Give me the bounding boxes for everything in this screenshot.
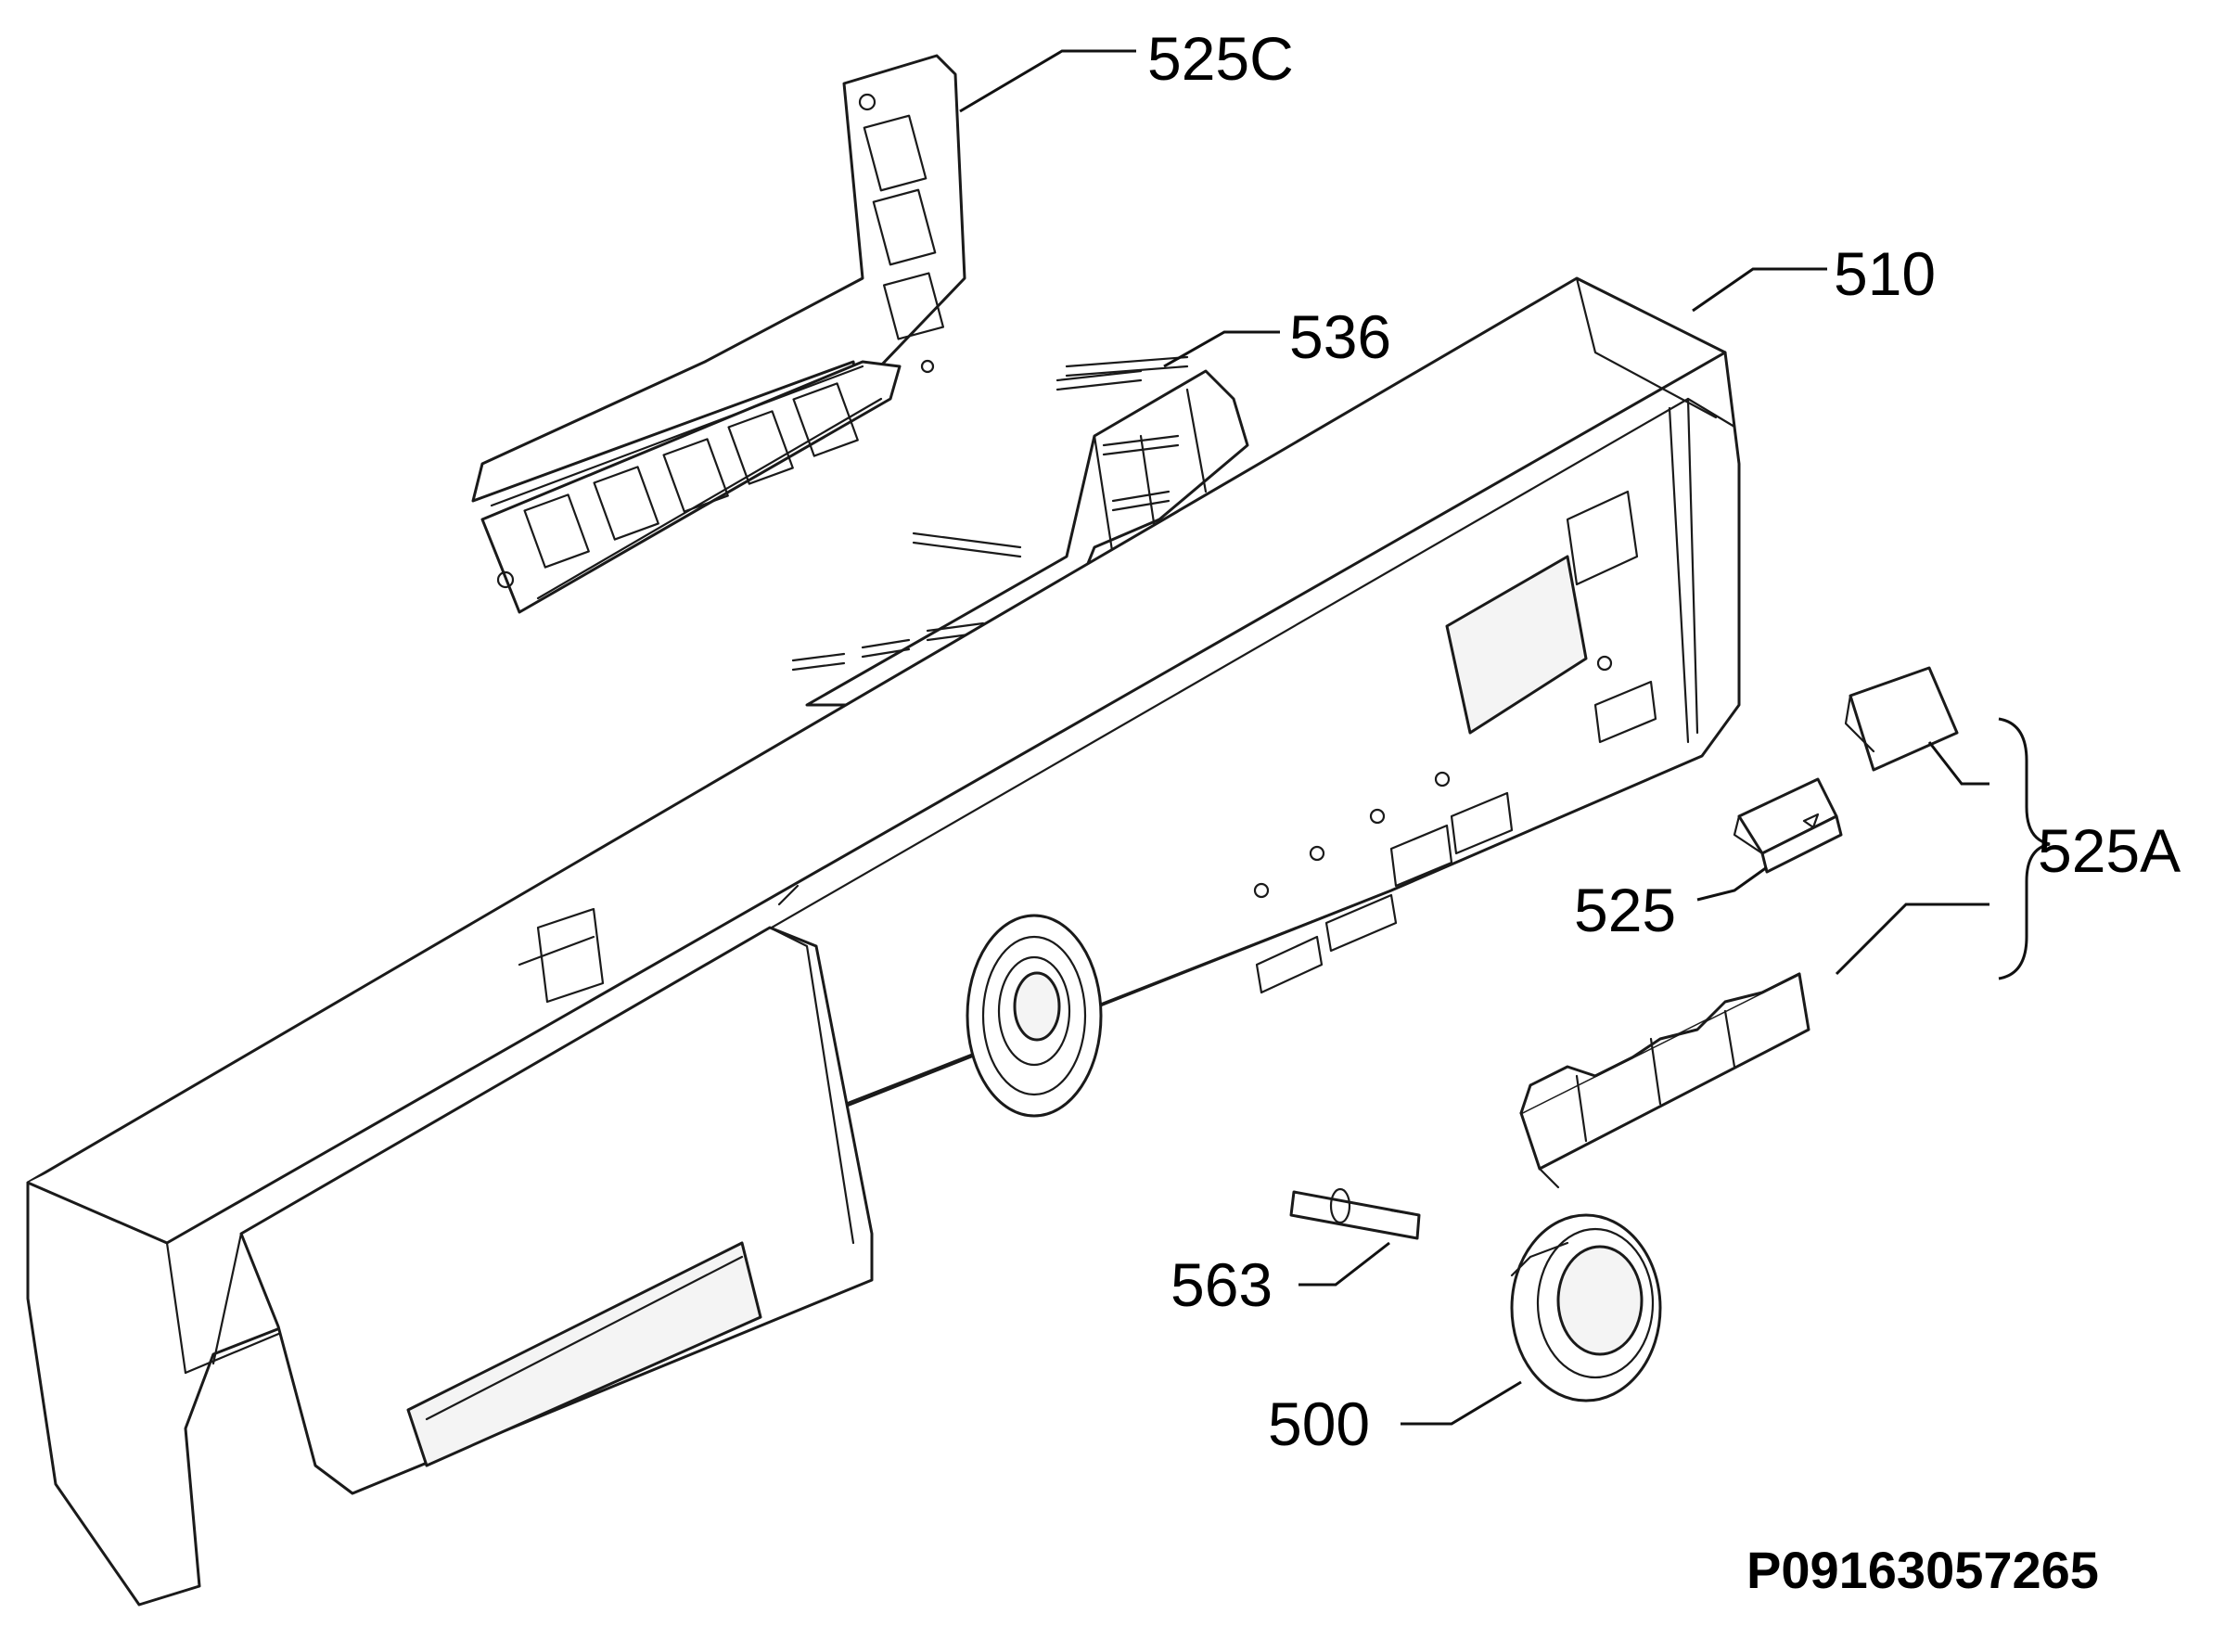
part-525-button [1733,777,1843,874]
leader-500 [1401,1380,1522,1426]
button-openings [1253,655,1613,994]
part-510-control-panel [26,276,1741,1607]
display-window [1445,490,1657,744]
part-525A-button-strip [1519,972,1810,1189]
push-rods [791,355,1189,672]
part-525C-holder-frame [471,54,966,614]
selector-ring [966,914,1103,1118]
leader-525 [1696,865,1768,902]
leader-lines [959,49,2051,1426]
callout-500: 500 [1268,1389,1370,1458]
callout-563: 563 [1171,1250,1273,1319]
drawing-code: P09163057265 [1746,1541,2099,1599]
leader-536 [1163,330,1280,368]
callout-525C: 525C [1147,24,1294,93]
leader-563 [1298,1241,1390,1287]
callout-525: 525 [1574,876,1676,944]
part-563-shaft [1289,1187,1421,1240]
detergent-drawer [239,907,874,1495]
callout-510: 510 [1834,239,1936,308]
part-500-knob [1510,1213,1662,1402]
leader-525A-strip [1835,903,1989,976]
callout-labels: 525C 510 536 525A 525 563 500 P091630572… [1147,24,2181,1599]
callout-536: 536 [1289,302,1391,371]
leader-525C [959,49,1136,113]
leader-525A-top [1927,741,1989,786]
leader-510 [1692,267,1827,313]
callout-525A: 525A [2038,816,2181,885]
brace-525A [1998,717,2051,980]
holder-slots [523,114,945,569]
